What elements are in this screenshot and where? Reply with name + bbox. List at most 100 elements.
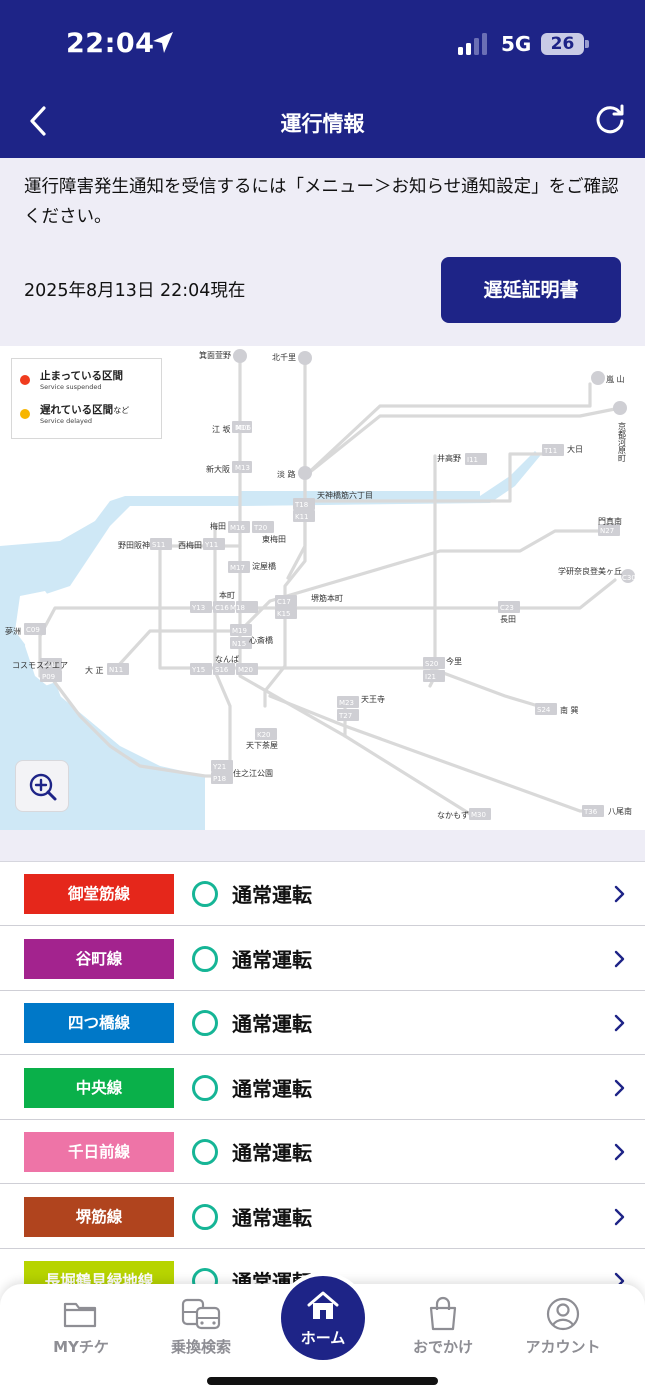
line-status: 通常運転 xyxy=(232,883,312,907)
line-status: 通常運転 xyxy=(232,947,312,972)
line-badge: 千日前線 xyxy=(24,1132,174,1172)
station-code: S20 xyxy=(425,660,438,668)
station-name: 長田 xyxy=(500,615,516,624)
bay-island xyxy=(15,591,60,651)
station-code: M17 xyxy=(230,564,245,572)
station-code: C17 xyxy=(277,598,291,606)
station-name: 天下茶屋 xyxy=(246,740,278,750)
station-code: Y11 xyxy=(204,541,218,549)
station-name: 学研奈良登美ヶ丘 xyxy=(558,566,622,576)
status-ok-icon xyxy=(192,881,218,907)
station-code: M30 xyxy=(471,811,486,819)
station-name: 江 坂 xyxy=(212,424,231,434)
zoom-in-icon xyxy=(29,773,57,801)
station-name: 淡 路 xyxy=(277,469,296,479)
station-name: 堺筋本町 xyxy=(311,593,343,603)
nav-transfer-search[interactable]: 乗換検索 xyxy=(141,1284,261,1364)
station-code: I11 xyxy=(467,456,478,464)
update-timestamp: 2025年8月13日 22:04現在 xyxy=(24,281,246,301)
station-name: 井高野 xyxy=(437,453,461,463)
nav-label: 乗換検索 xyxy=(170,1338,231,1356)
station-code: M13 xyxy=(235,464,250,472)
line-row[interactable]: 四つ橋線 通常運転 xyxy=(0,991,645,1055)
line-badge: 堺筋線 xyxy=(24,1196,174,1237)
station-code: C23 xyxy=(500,604,514,612)
station-code: M20 xyxy=(238,666,253,674)
station-name: なかもず xyxy=(437,810,469,820)
app-header: 22:04 5G 26 運行情報 xyxy=(0,0,645,158)
home-icon xyxy=(307,1291,339,1319)
station-code: M19 xyxy=(232,627,247,635)
notice-text: 運行障害発生通知を受信するには「メニュー＞お知らせ通知設定」をご確認ください。 xyxy=(24,177,619,227)
chevron-right-icon xyxy=(614,1208,625,1225)
station-name: コスモスクエア xyxy=(12,661,68,670)
nav-account[interactable]: アカウント xyxy=(503,1284,623,1364)
track-keihan xyxy=(303,382,592,478)
line-row[interactable]: 御堂筋線 通常運転 xyxy=(0,862,645,926)
legend-label-suffix: など xyxy=(113,406,130,415)
nav-my-ticket[interactable]: MYチケ xyxy=(21,1284,141,1364)
track-nagahori xyxy=(116,529,602,668)
line-row[interactable]: 中央線通常運転 xyxy=(0,1056,645,1120)
track-tanimachi-south xyxy=(343,724,602,813)
station-markers xyxy=(24,349,635,820)
status-ok-icon xyxy=(192,1139,218,1165)
station-code: M06 xyxy=(236,424,251,432)
line-status: 通常運転 xyxy=(232,1141,312,1165)
station-name: 野田阪神 xyxy=(118,540,150,550)
track-newtram xyxy=(48,674,232,778)
station-code: K15 xyxy=(277,610,291,618)
shopping-bag-icon xyxy=(429,1296,457,1331)
line-badge: 四つ橋線 xyxy=(24,1003,174,1043)
nav-outing[interactable]: おでかけ xyxy=(383,1284,503,1364)
track-imazatosuji xyxy=(428,454,437,688)
track-tennoji xyxy=(268,694,347,728)
station-name: 梅田 xyxy=(210,521,226,531)
station-name: 京都河原町 xyxy=(618,421,627,462)
station-code: Y21 xyxy=(212,763,226,771)
station-name: 淀屋橋 xyxy=(252,561,276,571)
legend-sub: Service delayed xyxy=(40,417,92,425)
legend-suspended: 止まっている区間 Service suspended xyxy=(12,365,163,395)
line-row[interactable]: 千日前線 通常運転 xyxy=(0,1120,645,1184)
nav-label: MYチケ xyxy=(53,1338,109,1356)
station-name: 心斎橋 xyxy=(249,635,273,645)
line-status: 通常運転 xyxy=(232,1012,312,1036)
delay-certificate-button[interactable]: 遅延証明書 xyxy=(441,257,621,323)
legend-dot-suspended xyxy=(20,375,30,385)
station-code: N11 xyxy=(109,666,123,674)
nav-label: おでかけ xyxy=(412,1338,473,1356)
nav-label: ホーム xyxy=(300,1329,346,1347)
station-name: 嵐 山 xyxy=(606,374,625,384)
station-name: 箕面萱野 xyxy=(199,350,231,360)
network-type: 5G xyxy=(501,32,532,56)
line-badge: 御堂筋線 xyxy=(24,874,174,914)
line-status: 通常運転 xyxy=(232,1076,312,1101)
station-code: Y15 xyxy=(191,666,205,674)
station-code: K11 xyxy=(295,513,309,521)
battery-tip xyxy=(585,40,589,48)
back-button[interactable] xyxy=(22,102,56,142)
chevron-right-icon xyxy=(614,1079,625,1096)
zoom-in-button[interactable] xyxy=(15,760,69,812)
station-code: I21 xyxy=(425,673,436,681)
refresh-button[interactable] xyxy=(592,102,628,138)
nav-home[interactable]: ホーム xyxy=(281,1276,365,1360)
map-legend: 止まっている区間 Service suspended 遅れている区間など Ser… xyxy=(11,358,162,439)
chevron-right-icon xyxy=(614,1143,625,1161)
page-title: 運行情報 xyxy=(280,112,365,136)
station-name: 門真南 xyxy=(598,516,622,526)
station-name: 本町 xyxy=(219,590,235,600)
status-ok-icon xyxy=(192,945,218,972)
notice-panel: 運行障害発生通知を受信するには「メニュー＞お知らせ通知設定」をご確認ください。 … xyxy=(0,158,645,346)
status-ok-icon xyxy=(192,1203,218,1230)
chevron-right-icon xyxy=(614,885,625,903)
line-row[interactable]: 堺筋線通常運転 xyxy=(0,1185,645,1249)
line-row[interactable]: 谷町線通常運転 xyxy=(0,927,645,991)
legend-dot-delayed xyxy=(20,409,30,419)
station-code: K20 xyxy=(257,731,271,739)
station-code: C30 xyxy=(622,574,636,582)
station-code: S24 xyxy=(537,706,551,714)
station-name: 住之江公園 xyxy=(233,768,273,778)
